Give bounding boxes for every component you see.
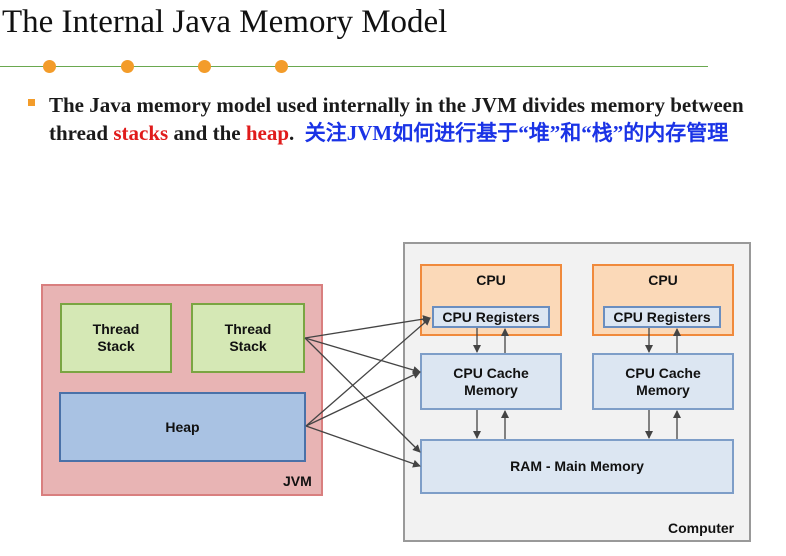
thread-stack-2-label: Thread Stack [224,321,272,354]
heap-label: Heap [165,418,200,435]
cpu-2-registers-label: CPU Registers [613,308,711,325]
arrow-heap-to-ram [305,425,421,468]
arrow-stack-to-registers [304,315,431,339]
jvm-label: JVM [283,473,312,489]
divider-dot-2 [121,60,134,73]
divider-dot-1 [43,60,56,73]
arrow-heap-to-cache [305,371,421,427]
chinese-note: 关注JVM如何进行基于“堆”和“栈”的内存管理 [304,121,729,145]
slide-title: The Internal Java Memory Model [2,4,448,40]
arrow-stack-to-cache [304,337,421,374]
cpu-2-registers: CPU Registers [603,306,721,328]
bullet-marker [28,99,35,106]
cpu-1-cache: CPU Cache Memory [420,353,562,410]
ram-label: RAM - Main Memory [510,458,644,474]
cpu-1-label: CPU [476,272,506,288]
cpu-2-cache: CPU Cache Memory [592,353,734,410]
thread-stack-1: Thread Stack [60,303,172,373]
cpu-1-registers: CPU Registers [432,306,550,328]
cpu-2-label: CPU [648,272,678,288]
highlight-heap: heap [245,121,290,145]
divider-dot-4 [275,60,288,73]
bullet-text-part2: and the [168,121,246,145]
arrow-stack-to-ram [304,337,421,453]
highlight-stacks: stacks [113,121,169,145]
thread-stack-2: Thread Stack [191,303,305,373]
cpu-1-registers-label: CPU Registers [442,308,540,325]
arrow-heap-to-registers [305,317,431,427]
cpu-1-cache-label: CPU Cache Memory [453,364,529,398]
bullet-text-part1: The Java memory model used internally in… [49,93,744,145]
bullet-text-part3: . [289,121,305,145]
heap-box: Heap [59,392,306,462]
bullet-paragraph: The Java memory model used internally in… [49,91,769,147]
title-divider [0,66,708,67]
ram-main-memory: RAM - Main Memory [420,439,734,494]
thread-stack-1-label: Thread Stack [92,321,140,354]
cpu-2-cache-label: CPU Cache Memory [625,364,701,398]
divider-dot-3 [198,60,211,73]
computer-label: Computer [668,520,735,536]
